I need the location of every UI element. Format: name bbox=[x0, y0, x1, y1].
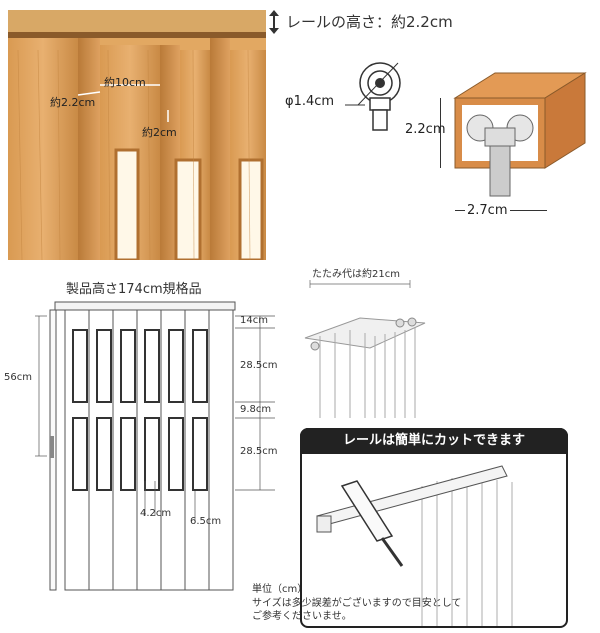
dim-side: 56cm bbox=[4, 372, 32, 383]
dim-middle: 9.8cm bbox=[240, 404, 272, 415]
folded-label: たたみ代は約21cm bbox=[312, 269, 400, 280]
up-down-arrow-icon bbox=[268, 10, 280, 34]
rail-height-dim-line bbox=[440, 98, 441, 168]
product-photo: 約10cm 約2.2cm 約2cm bbox=[8, 10, 266, 260]
wood-door-illustration bbox=[8, 10, 266, 260]
photo-width-label: 約10cm bbox=[104, 76, 146, 89]
dim-bottom-b: 6.5cm bbox=[190, 516, 222, 527]
door-diagram bbox=[35, 301, 275, 591]
rail-width-label: 2.7cm bbox=[465, 203, 510, 218]
note-line-1: サイズは多少誤差がございますので目安として bbox=[252, 598, 462, 609]
diagram-title: 製品高さ174cm規格品 bbox=[66, 282, 202, 297]
rail-height-note: レールの高さ：約2.2cm bbox=[286, 13, 453, 31]
photo-depth-label: 約2.2cm bbox=[50, 96, 96, 109]
cut-rail-title: レールは簡単にカットできます bbox=[300, 428, 568, 454]
dim-top: 14cm bbox=[240, 315, 268, 326]
folded-door-illustration bbox=[304, 280, 426, 418]
dim-panel-lower: 28.5cm bbox=[240, 446, 278, 457]
dim-bottom-a: 4.2cm bbox=[140, 508, 172, 519]
rail-height-label: 2.2cm bbox=[405, 122, 446, 137]
photo-gap-label: 約2cm bbox=[142, 126, 177, 139]
saw-cutting-illustration bbox=[316, 465, 513, 626]
unit-label: 単位（cm） bbox=[252, 584, 308, 595]
roller-diameter-label: φ1.4cm bbox=[285, 94, 335, 109]
dim-panel-upper: 28.5cm bbox=[240, 360, 278, 371]
roller-diagram bbox=[345, 62, 401, 131]
rail-section-diagram bbox=[453, 72, 587, 197]
